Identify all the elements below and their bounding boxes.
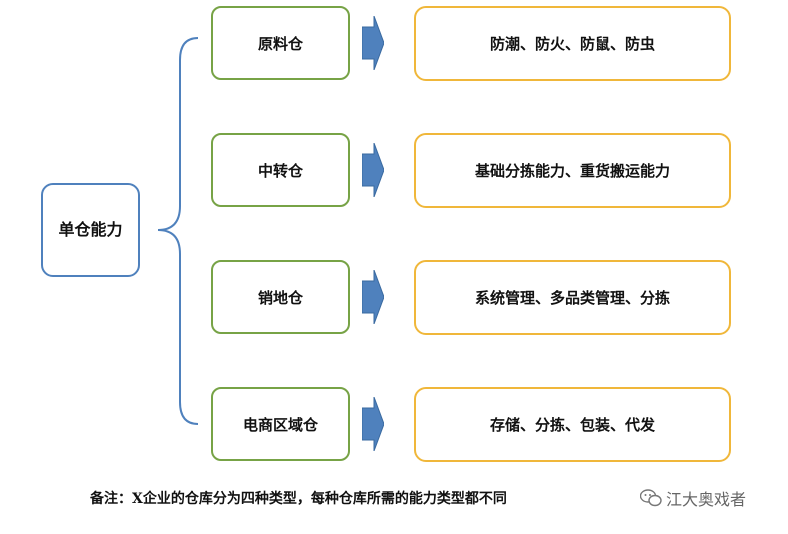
warehouse-label: 销地仓: [257, 288, 303, 307]
warehouse-node-raw-material: 原料仓: [211, 6, 350, 80]
capability-node-transfer: 基础分拣能力、重货搬运能力: [414, 133, 731, 208]
warehouse-label: 原料仓: [257, 34, 303, 53]
capability-label: 存储、分拣、包装、代发: [489, 416, 655, 434]
arrow-right-icon: [362, 16, 384, 70]
root-node: 单仓能力: [41, 183, 140, 277]
warehouse-node-sales: 销地仓: [211, 260, 350, 334]
capability-label: 防潮、防火、防鼠、防虫: [489, 35, 655, 53]
wechat-icon: [640, 489, 662, 507]
arrow-right-icon: [362, 143, 384, 197]
capability-label: 基础分拣能力、重货搬运能力: [474, 162, 670, 180]
arrow-right-icon: [362, 270, 384, 324]
capability-node-ecommerce: 存储、分拣、包装、代发: [414, 387, 731, 462]
watermark: 江大奥戏者: [640, 486, 747, 510]
root-label: 单仓能力: [58, 220, 123, 239]
watermark-text: 江大奥戏者: [666, 490, 747, 509]
capability-label: 系统管理、多品类管理、分拣: [474, 289, 670, 307]
warehouse-label: 中转仓: [257, 161, 303, 180]
warehouse-label: 电商区域仓: [242, 415, 318, 434]
footnote: 备注：X企业的仓库分为四种类型，每种仓库所需的能力类型都不同: [90, 491, 507, 507]
capability-node-raw-material: 防潮、防火、防鼠、防虫: [414, 6, 731, 81]
warehouse-node-ecommerce: 电商区域仓: [211, 387, 350, 461]
arrow-right-icon: [362, 397, 384, 451]
capability-node-sales: 系统管理、多品类管理、分拣: [414, 260, 731, 335]
warehouse-node-transfer: 中转仓: [211, 133, 350, 207]
